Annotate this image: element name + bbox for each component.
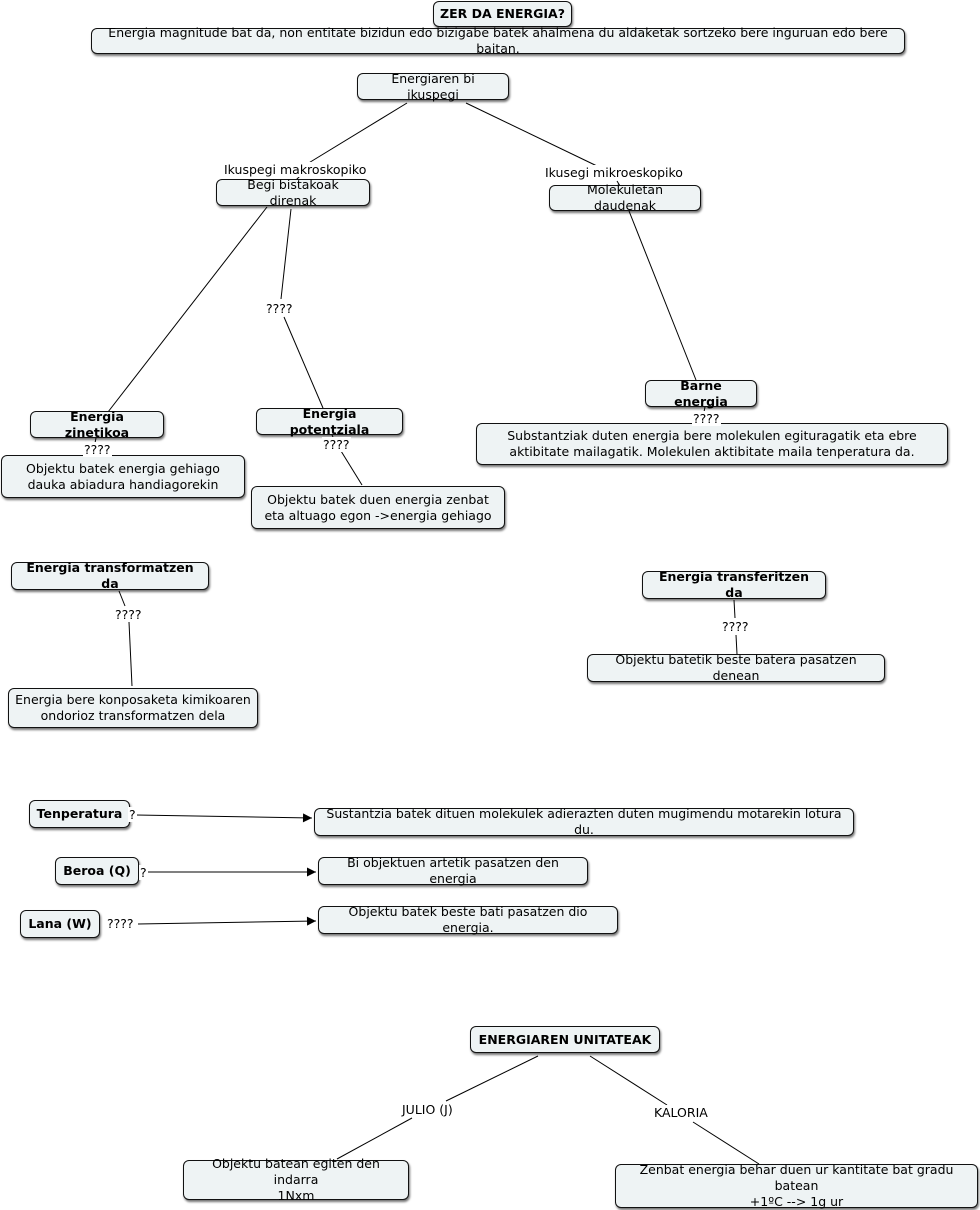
arrow-temperature — [135, 813, 313, 823]
node-visible[interactable]: Begi bistakoak direnak — [216, 177, 370, 208]
node-temperature[interactable]: Tenperatura — [29, 800, 130, 828]
link-q-transferred-desc — [735, 634, 738, 655]
node-title[interactable]: ZER DA ENERGIA? — [433, 1, 572, 27]
node-internal-desc[interactable]: Substantziak duten energia bere molekule… — [476, 423, 948, 465]
link-label-potential-q: ???? — [265, 301, 294, 316]
node-calorie-desc[interactable]: Zenbat energia behar duen ur kantitate b… — [615, 1162, 978, 1209]
node-kinetic[interactable]: Energia zinetikoa — [30, 409, 164, 440]
link-transformed-q — [118, 590, 126, 607]
node-transferred[interactable]: Energia transferitzen da — [642, 569, 826, 600]
link-q-potential — [283, 316, 324, 409]
link-label-calorie: KALORIA — [653, 1105, 709, 1120]
link-units-joule — [445, 1055, 539, 1102]
link-label-kinetic-q: ???? — [83, 442, 112, 457]
link-q-transformed-desc — [128, 621, 133, 687]
link-label-work-q: ???? — [106, 916, 135, 931]
link-potential-q — [331, 434, 334, 438]
node-heat-desc[interactable]: Bi objektuen artetik pasatzen den energi… — [318, 855, 588, 886]
node-potential-desc[interactable]: Objektu batek duen energia zenbat eta al… — [251, 486, 505, 529]
link-label-macro: Ikuspegi makroskopiko — [223, 162, 368, 177]
node-work-desc[interactable]: Objektu batek beste bati pasatzen dio en… — [318, 904, 618, 935]
arrow-work — [137, 916, 317, 926]
node-two-views[interactable]: Energiaren bi ikuspegi — [357, 71, 509, 102]
link-label-transferred-q: ???? — [721, 619, 750, 634]
link-calorie-desc — [692, 1121, 760, 1165]
link-q-potential-desc — [340, 450, 363, 486]
node-potential[interactable]: Energia potentziala — [256, 406, 403, 437]
node-units[interactable]: ENERGIAREN UNITATEAK — [470, 1026, 660, 1053]
link-label-temperature-q: ? — [128, 807, 137, 822]
link-label-transformed-q: ???? — [114, 607, 143, 622]
node-temperature-desc[interactable]: Sustantzia batek dituen molekulek adiera… — [314, 806, 854, 837]
node-transformed[interactable]: Energia transformatzen da — [11, 560, 209, 591]
link-label-heat-q: ? — [139, 865, 148, 880]
node-joule-desc[interactable]: Objektu batean egiten den indarra 1Nxm — [183, 1156, 409, 1203]
link-molecules-internal — [628, 210, 697, 381]
link-two-views-micro — [465, 102, 598, 167]
link-label-potential-desc-q: ???? — [322, 437, 351, 452]
node-kinetic-desc[interactable]: Objektu batek energia gehiago dauka abia… — [1, 455, 245, 498]
link-label-internal-q: ???? — [692, 411, 721, 426]
node-work[interactable]: Lana (W) — [20, 910, 100, 938]
link-transferred-q — [733, 599, 736, 619]
node-transferred-desc[interactable]: Objektu batetik beste batera pasatzen de… — [587, 652, 885, 683]
link-label-micro: Ikusegi mikroeskopiko — [544, 165, 684, 180]
link-visible-q — [280, 208, 292, 300]
node-molecules[interactable]: Molekuletan daudenak — [549, 182, 701, 213]
link-units-calorie — [589, 1055, 668, 1106]
link-visible-kinetic — [107, 206, 268, 413]
node-internal[interactable]: Barne energia — [645, 378, 757, 409]
node-transformed-desc[interactable]: Energia bere konposaketa kimikoaren ondo… — [8, 688, 258, 728]
link-label-joule: JULIO (J) — [401, 1102, 454, 1117]
node-heat[interactable]: Beroa (Q) — [55, 857, 139, 885]
link-joule-desc — [336, 1117, 413, 1160]
node-definition[interactable]: Energia magnitude bat da, non entitate b… — [91, 25, 905, 56]
link-two-views-macro — [306, 102, 408, 165]
